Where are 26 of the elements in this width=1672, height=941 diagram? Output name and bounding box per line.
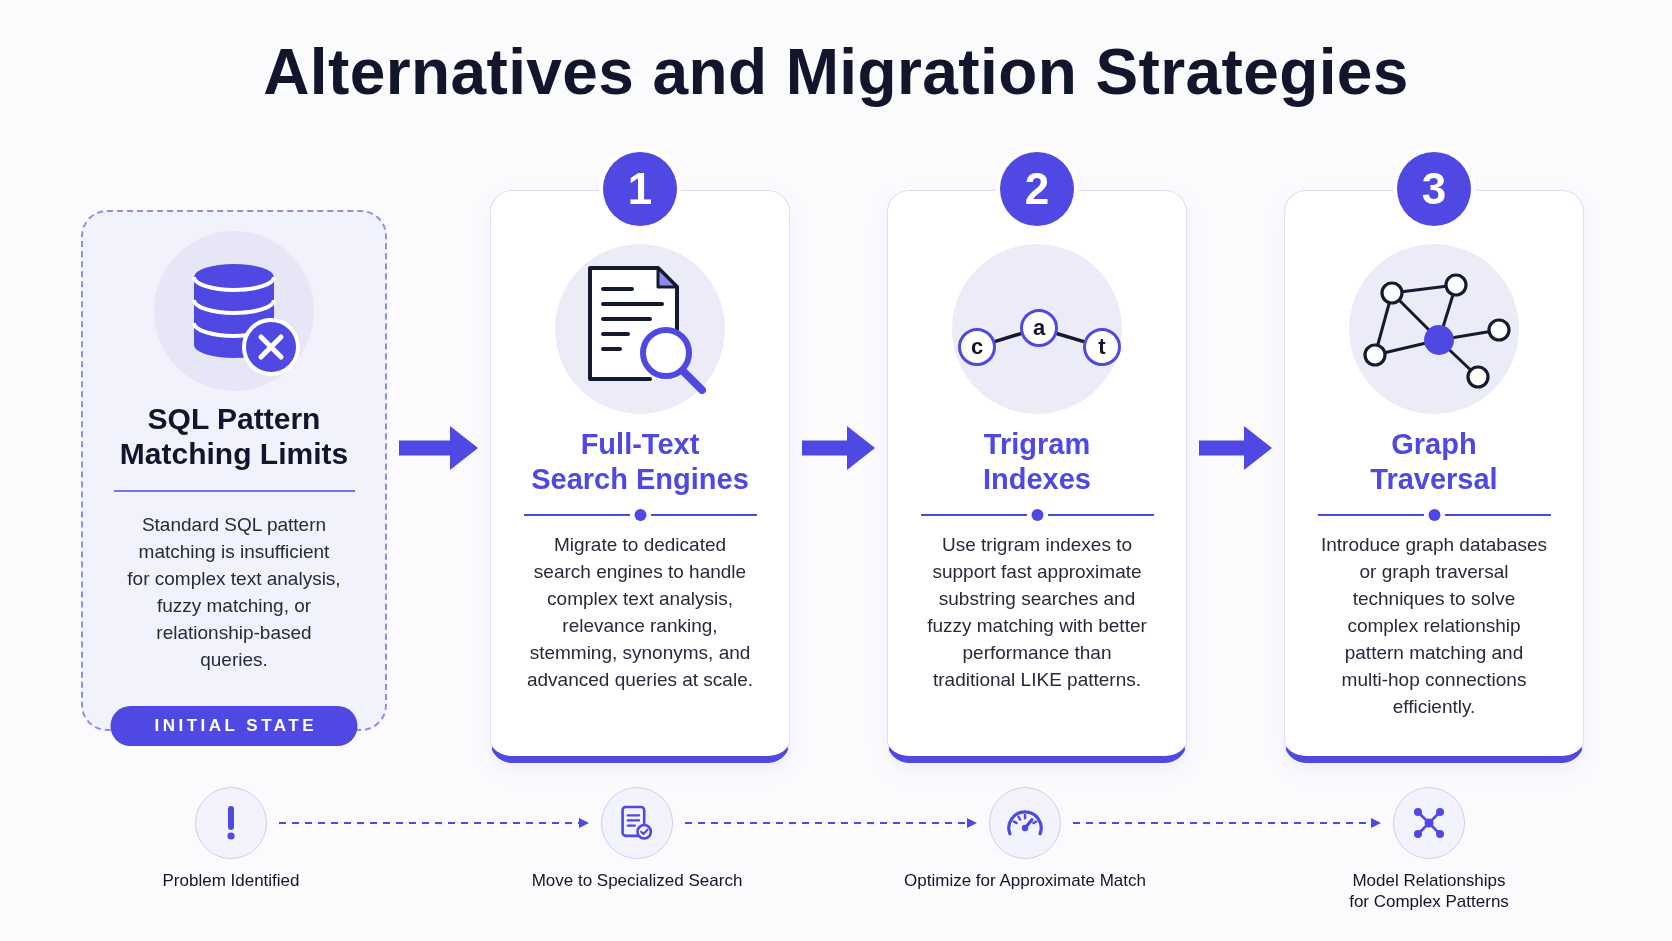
trigram-letter: t — [1083, 328, 1121, 366]
card-title: Graph Traversal — [1369, 427, 1499, 497]
dashed-arrow — [278, 818, 589, 828]
card-description: Migrate to dedicated search engines to handle complex text analysis, relevance ranking, stemming, synonyms, and advanced queries at scale. — [525, 533, 754, 692]
milestone-label: Optimize for Approximate Match — [904, 870, 1146, 891]
block-arrow — [802, 426, 875, 470]
step-number: 3 — [1397, 152, 1471, 226]
card-title: Full-Text Search Engines — [530, 427, 750, 497]
trigram-letter: c — [958, 328, 996, 366]
milestone-label: Problem Identified — [162, 870, 300, 891]
card-title: SQL Pattern Matching Limits — [118, 401, 350, 471]
milestone-label: Model Relationships for Complex Patterns — [1348, 870, 1510, 912]
block-arrow — [399, 426, 478, 470]
card-title: Trigram Indexes — [982, 427, 1092, 497]
status-tag: INITIAL STATE — [110, 706, 358, 746]
step-number: 1 — [603, 152, 677, 226]
block-arrow — [1199, 426, 1272, 470]
card-description: Standard SQL pattern matching is insufficient for complex text analysis, fuzzy matching, or relationship-based queries. — [127, 513, 341, 672]
dashed-arrow — [1072, 818, 1381, 828]
milestone-label: Move to Specialized Search — [531, 870, 743, 891]
card-description: Use trigram indexes to support fast approximate substring searches and fuzzy matching with better performance than traditional LIKE patterns. — [926, 533, 1148, 692]
card-description: Introduce graph databases or graph traversal techniques to solve complex relationship pattern matching and multi-hop connections efficiently. — [1319, 533, 1549, 719]
step-number: 2 — [1000, 152, 1074, 226]
dashed-arrow — [684, 818, 977, 828]
trigram-letter: a — [1020, 309, 1058, 347]
diagram-title: Alternatives and Migration Strategies — [263, 35, 1409, 110]
